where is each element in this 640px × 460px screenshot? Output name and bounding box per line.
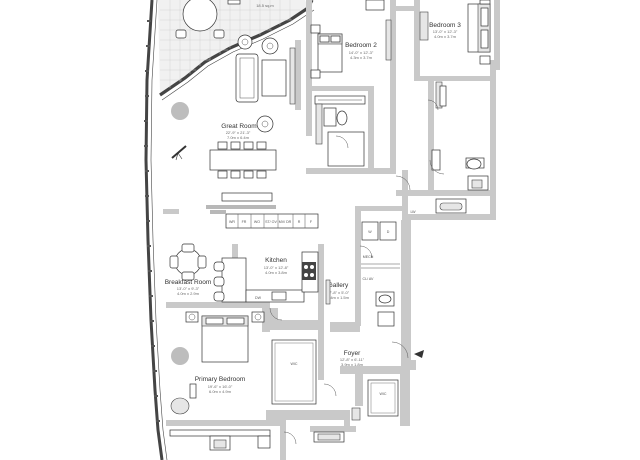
bedroom-2: Bedroom 2 14'-0" x 12'-3" 4.3m x 3.7m xyxy=(310,0,392,79)
breakfast-table xyxy=(174,248,202,276)
gallery-dims-imperial: 17'-8" x 5'-0" xyxy=(327,290,350,295)
coffee-table xyxy=(261,59,287,97)
breakfast-dims-imperial: 13'-0" x 9'-3" xyxy=(177,286,200,291)
interior-walls xyxy=(163,0,496,460)
mech-tag: MECH xyxy=(363,255,374,259)
wic-tag-1: WIC xyxy=(291,362,298,366)
east-boundary xyxy=(410,0,500,370)
great-room-name: Great Room xyxy=(221,123,256,130)
bedroom3-dims-imperial: 13'-0" x 12'-3" xyxy=(433,29,458,34)
powder-room xyxy=(375,291,395,327)
entry-arrow-icon xyxy=(414,350,424,358)
great-room-dims-metric: 7.0m x 6.4m xyxy=(227,135,250,140)
sideboard xyxy=(221,192,273,202)
sofa xyxy=(235,53,259,103)
bedroom3-dims-metric: 4.0m x 3.7m xyxy=(434,34,457,39)
entry-door xyxy=(391,341,409,359)
primary-bedroom: Primary Bedroom 19'-6" x 16'-0" 6.0m x 4… xyxy=(170,311,265,415)
appliance-mv-dr: MV/ DR xyxy=(279,220,292,224)
appliance-st-ov: ST/ OV xyxy=(265,220,277,224)
breakfast-name: Breakfast Room xyxy=(165,279,212,286)
appliance-fr: FR xyxy=(242,220,247,224)
media-console xyxy=(289,47,296,105)
primary-bath xyxy=(169,429,345,451)
kitchen-dims-metric: 4.0m x 3.8m xyxy=(265,270,288,275)
appliance-strip: WR FR WO ST/ OV MV/ DR R F xyxy=(225,213,319,229)
bedroom-3: Bedroom 3 13'-0" x 12'-3" 4.0m x 3.7m xyxy=(419,0,491,65)
walk-in-closet-2: WIC xyxy=(351,379,399,421)
bedroom2-name: Bedroom 2 xyxy=(345,42,377,49)
appliance-f: F xyxy=(310,220,313,224)
great-room-dims-imperial: 22'-9" x 21'-3" xyxy=(226,130,251,135)
terrace-table xyxy=(182,0,218,32)
breakfast-dims-metric: 4.0m x 2.9m xyxy=(177,291,200,296)
bedroom3-name: Bedroom 3 xyxy=(429,22,461,29)
foyer-name: Foyer xyxy=(344,350,361,357)
linen-tag: LW xyxy=(410,210,416,214)
dishwasher-tag: DW xyxy=(255,296,262,300)
bedroom2-dims-metric: 4.3m x 3.7m xyxy=(350,55,373,60)
gallery-dims-metric: 5.4m x 1.5m xyxy=(327,295,350,300)
appliance-wo: WO xyxy=(254,220,260,224)
primary-dims-imperial: 19'-6" x 16'-0" xyxy=(208,384,233,389)
laundry: W D MECH CL/ AV LW xyxy=(361,210,416,281)
breakfast-room: Breakfast Room 13'-0" x 9'-3" 4.0m x 2.9… xyxy=(165,243,212,296)
foyer: Foyer 12'-8" x 6'-11" 3.9m x 1.8m xyxy=(340,341,424,367)
kitchen-name: Kitchen xyxy=(265,257,287,264)
door-swings xyxy=(269,99,445,445)
cooktop xyxy=(302,262,316,280)
telescope-icon xyxy=(171,145,187,161)
kitchen-dims-imperial: 13'-0" x 12'-8" xyxy=(264,265,289,270)
foyer-dims-imperial: 12'-8" x 6'-11" xyxy=(340,357,365,362)
bath-2 xyxy=(314,95,366,167)
terrace-dims: 18.5 sq.m xyxy=(256,3,274,8)
gallery: Gallery 17'-8" x 5'-0" 5.4m x 1.5m xyxy=(325,279,350,305)
foyer-dims-metric: 3.9m x 1.8m xyxy=(341,362,364,367)
closet-tag: CL/ AV xyxy=(363,277,375,281)
exterior-curtain-wall xyxy=(144,0,168,460)
kitchen: WR FR WO ST/ OV MV/ DR R F DW Kitchen 13… xyxy=(210,210,319,303)
appliance-r: R xyxy=(298,220,301,224)
primary-name: Primary Bedroom xyxy=(195,376,246,383)
appliance-wr: WR xyxy=(229,220,235,224)
bath-3 xyxy=(431,81,489,214)
washer-tag: W xyxy=(368,230,372,234)
dryer-tag: D xyxy=(387,230,390,234)
great-room: Great Room 22'-9" x 21'-3" 7.0m x 6.4m xyxy=(171,34,301,209)
primary-dims-metric: 6.0m x 4.9m xyxy=(209,389,232,394)
dining-table xyxy=(209,141,277,179)
walk-in-closet-1: WIC xyxy=(271,339,317,405)
wic-tag-2: WIC xyxy=(380,392,387,396)
bedroom2-dims-imperial: 14'-0" x 12'-3" xyxy=(349,50,374,55)
gallery-name: Gallery xyxy=(328,282,349,289)
kitchen-island xyxy=(221,257,247,303)
terrace: 18.5 sq.m xyxy=(158,0,315,101)
